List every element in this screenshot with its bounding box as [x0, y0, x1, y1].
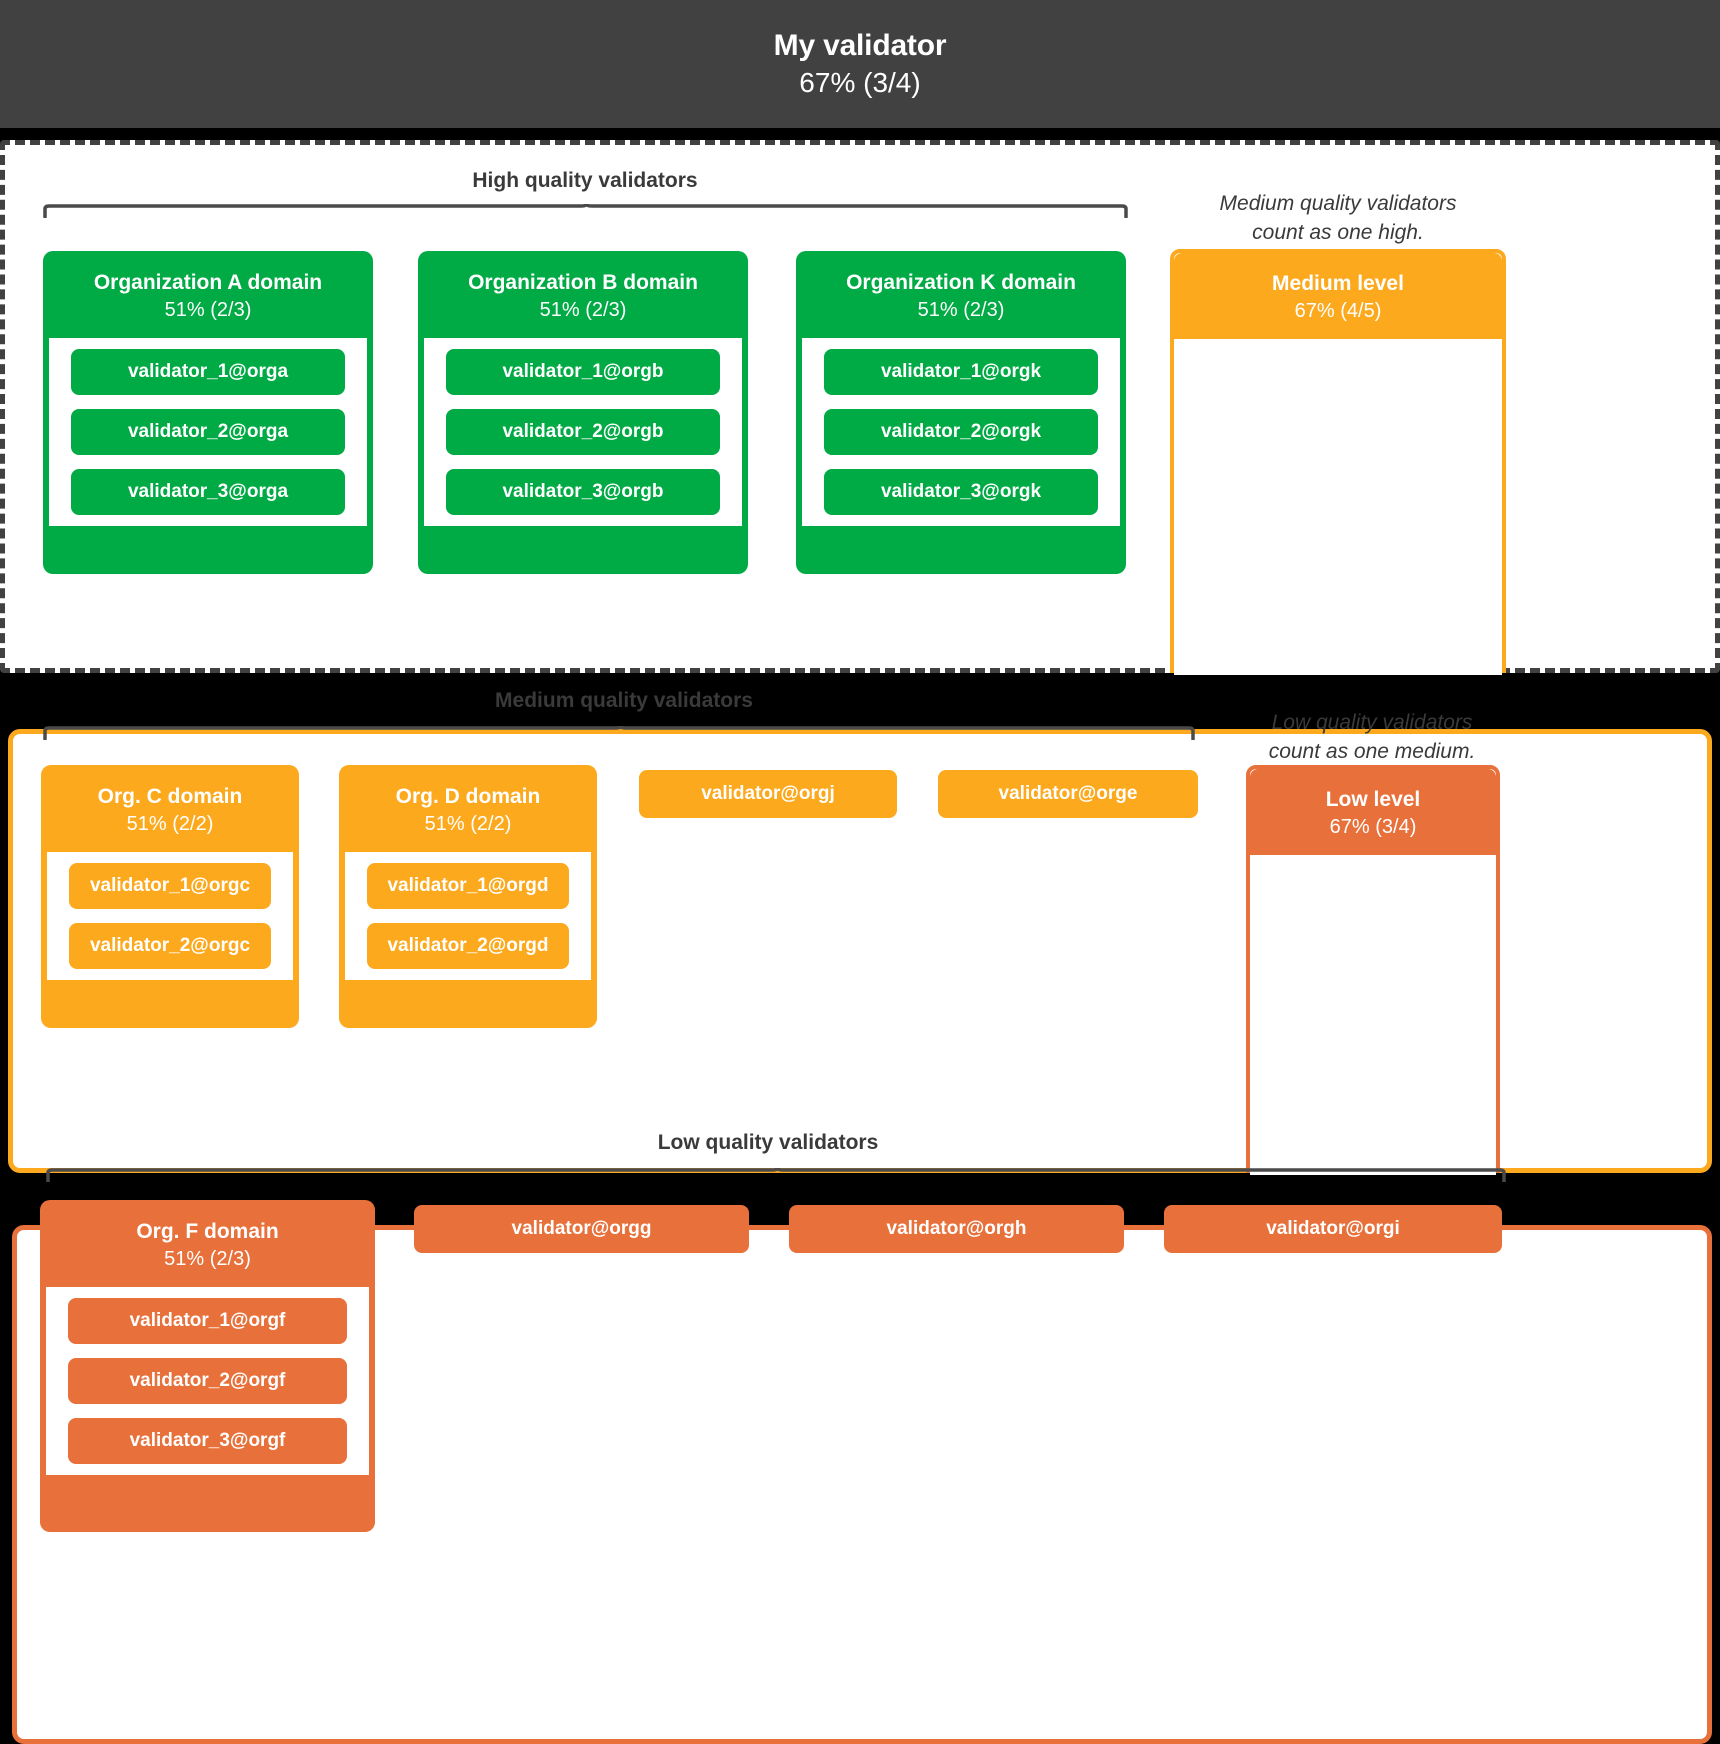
- domain-validator-list: validator_1@orgb validator_2@orgb valida…: [424, 338, 742, 526]
- domain-name: Org. F domain: [136, 1220, 279, 1243]
- domain-percentage: 51% (2/3): [917, 299, 1005, 321]
- domain-percentage: 51% (2/2): [424, 813, 512, 835]
- page-title: My validator: [773, 29, 947, 62]
- validator-chip[interactable]: validator_2@orgb: [446, 409, 720, 455]
- low-level-header: Low level 67% (3/4): [1250, 769, 1496, 855]
- domain-card-header: Organization A domain 51% (2/3): [43, 251, 373, 338]
- low-level-percentage: 67% (3/4): [1329, 816, 1417, 838]
- domain-card-header: Organization B domain 51% (2/3): [418, 251, 748, 338]
- domain-validator-list: validator_1@orgk validator_2@orgk valida…: [802, 338, 1120, 526]
- domain-card-header: Org. F domain 51% (2/3): [40, 1200, 375, 1287]
- validator-chip[interactable]: validator_1@orgb: [446, 349, 720, 395]
- domain-validator-list: validator_1@orgf validator_2@orgf valida…: [46, 1287, 369, 1475]
- domain-validator-list: validator_1@orgc validator_2@orgc: [47, 852, 293, 980]
- low-level-connector-box[interactable]: Low level 67% (3/4): [1246, 765, 1500, 1175]
- medium-counts-as-high-note: Medium quality validators count as one h…: [1219, 192, 1457, 244]
- low-level-body: [1250, 855, 1496, 1175]
- domain-card-org-c[interactable]: Org. C domain 51% (2/2) validator_1@orgc…: [41, 765, 299, 1028]
- validator-chip-orgh[interactable]: validator@orgh: [789, 1205, 1124, 1253]
- validator-chip-orgj[interactable]: validator@orgj: [639, 770, 897, 818]
- validator-header-banner: My validator 67% (3/4): [0, 0, 1720, 128]
- validator-chip[interactable]: validator_3@orgb: [446, 469, 720, 515]
- validator-chip[interactable]: validator_3@orga: [71, 469, 345, 515]
- medium-level-body: [1174, 339, 1502, 675]
- domain-card-organization-a[interactable]: Organization A domain 51% (2/3) validato…: [43, 251, 373, 574]
- domain-card-header: Org. C domain 51% (2/2): [41, 765, 299, 852]
- validator-chip[interactable]: validator_3@orgf: [68, 1418, 347, 1464]
- low-counts-as-medium-note: Low quality validators count as one medi…: [1268, 711, 1476, 763]
- domain-card-header: Organization K domain 51% (2/3): [796, 251, 1126, 338]
- domain-percentage: 51% (2/3): [164, 1248, 251, 1270]
- validator-chip[interactable]: validator_2@orgd: [367, 923, 569, 969]
- domain-percentage: 51% (2/2): [126, 813, 214, 835]
- domain-validator-list: validator_1@orga validator_2@orga valida…: [49, 338, 367, 526]
- medium-level-header: Medium level 67% (4/5): [1174, 253, 1502, 339]
- domain-card-organization-b[interactable]: Organization B domain 51% (2/3) validato…: [418, 251, 748, 574]
- validator-chip[interactable]: validator_2@orgf: [68, 1358, 347, 1404]
- domain-name: Organization B domain: [468, 271, 698, 294]
- domain-percentage: 51% (2/3): [164, 299, 252, 321]
- validator-chip[interactable]: validator_1@orgf: [68, 1298, 347, 1344]
- domain-name: Org. C domain: [97, 785, 243, 808]
- validator-chip[interactable]: validator_1@orgd: [367, 863, 569, 909]
- validator-chip[interactable]: validator_1@orga: [71, 349, 345, 395]
- domain-card-org-f[interactable]: Org. F domain 51% (2/3) validator_1@orgf…: [40, 1200, 375, 1532]
- validator-chip[interactable]: validator_2@orgc: [69, 923, 271, 969]
- domain-card-org-d[interactable]: Org. D domain 51% (2/2) validator_1@orgd…: [339, 765, 597, 1028]
- medium-level-percentage: 67% (4/5): [1294, 300, 1382, 322]
- validator-chip-orge[interactable]: validator@orge: [938, 770, 1198, 818]
- domain-card-organization-k[interactable]: Organization K domain 51% (2/3) validato…: [796, 251, 1126, 574]
- medium-level-connector-box[interactable]: Medium level 67% (4/5): [1170, 249, 1506, 675]
- validator-chip-orgi[interactable]: validator@orgi: [1164, 1205, 1502, 1253]
- validator-chip-orgg[interactable]: validator@orgg: [414, 1205, 749, 1253]
- validator-chip[interactable]: validator_2@orgk: [824, 409, 1098, 455]
- domain-name: Org. D domain: [395, 785, 541, 808]
- low-level-name: Low level: [1325, 788, 1421, 811]
- domain-name: Organization K domain: [846, 271, 1076, 294]
- header-percentage: 67% (3/4): [799, 67, 921, 98]
- validator-chip[interactable]: validator_2@orga: [71, 409, 345, 455]
- validator-chip[interactable]: validator_1@orgc: [69, 863, 271, 909]
- low-quality-caption: Low quality validators: [657, 1131, 879, 1154]
- validator-chip[interactable]: validator_3@orgk: [824, 469, 1098, 515]
- high-quality-caption: High quality validators: [472, 169, 698, 192]
- domain-card-header: Org. D domain 51% (2/2): [339, 765, 597, 852]
- domain-percentage: 51% (2/3): [539, 299, 627, 321]
- medium-quality-caption: Medium quality validators: [495, 689, 753, 712]
- domain-validator-list: validator_1@orgd validator_2@orgd: [345, 852, 591, 980]
- domain-name: Organization A domain: [93, 271, 323, 294]
- high-quality-brace: [43, 204, 1128, 218]
- medium-level-name: Medium level: [1272, 272, 1404, 295]
- medium-quality-brace: [43, 726, 1195, 740]
- low-quality-brace: [46, 1168, 1506, 1182]
- validator-chip[interactable]: validator_1@orgk: [824, 349, 1098, 395]
